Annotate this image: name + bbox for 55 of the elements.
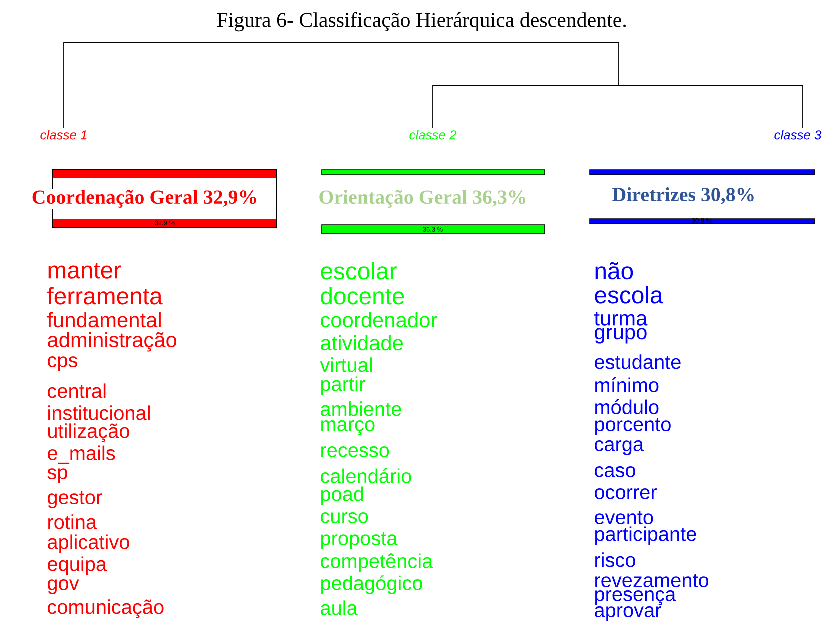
class-word: coordenador [321, 312, 438, 328]
class-word: presença [595, 590, 676, 606]
class-word: março [322, 420, 375, 436]
class-word: recesso [322, 446, 390, 458]
class-word: gestor [48, 491, 102, 508]
class-word: rotina [48, 514, 98, 530]
class-word: utilização [48, 424, 130, 442]
class-word: central [48, 384, 106, 398]
class-word: curso [321, 512, 368, 524]
class-word: poad [321, 486, 364, 506]
class-word: ferramenta [48, 287, 163, 305]
class-word: administração [48, 332, 177, 352]
class-word: turma [594, 312, 648, 326]
class-word: evento [595, 511, 654, 525]
class-word: carga [595, 440, 644, 456]
class-word: mínimo [596, 378, 659, 392]
class-word: calendário [321, 468, 412, 484]
class-word: competência [321, 554, 434, 572]
class-word: e_mails [48, 446, 116, 464]
class-word: estudante [595, 354, 681, 370]
class-word: manter [48, 263, 122, 279]
class-word: aula [321, 600, 358, 616]
class-word: não [596, 262, 634, 280]
class-word: caso [595, 466, 636, 478]
class-word: participante [595, 526, 696, 546]
class-word: porcento [595, 418, 671, 436]
class-word: institucional [48, 406, 150, 420]
class-word: equipa [48, 556, 108, 576]
class-word: grupo [595, 328, 647, 344]
class-word: cps [48, 356, 78, 372]
class-word: gov [48, 580, 80, 594]
class-word: ambiente [321, 402, 402, 416]
class-word: escolar [321, 262, 397, 280]
class-label: classe 3 [774, 130, 822, 140]
class-word: revezamento [596, 574, 709, 588]
class-word: proposta [321, 532, 398, 550]
class-label: classe 2 [410, 130, 457, 140]
class-word: docente [321, 287, 404, 305]
figure-title: Figura 6- Classificação Hierárquica descendente. [217, 12, 626, 32]
class-word: módulo [596, 400, 659, 414]
class-word: comunicação [48, 600, 164, 618]
class-label: classe 1 [40, 130, 87, 140]
class-word: fundamental [48, 312, 161, 328]
class-word: aplicativo [48, 534, 130, 554]
node-label: Diretrizes 30,8% [612, 188, 754, 204]
class-word: ocorrer [595, 488, 657, 500]
node-label: Orientação Geral 36,3% [320, 190, 526, 208]
class-word: sp [48, 468, 68, 484]
class-word: atividade [321, 335, 403, 351]
class-word: escola [595, 286, 664, 304]
class-word: pedagógico [321, 576, 422, 594]
class-word: virtual [320, 358, 372, 372]
class-word: partir [321, 376, 366, 396]
class-word: aprovar [595, 606, 662, 622]
class-word: risco [596, 552, 636, 568]
